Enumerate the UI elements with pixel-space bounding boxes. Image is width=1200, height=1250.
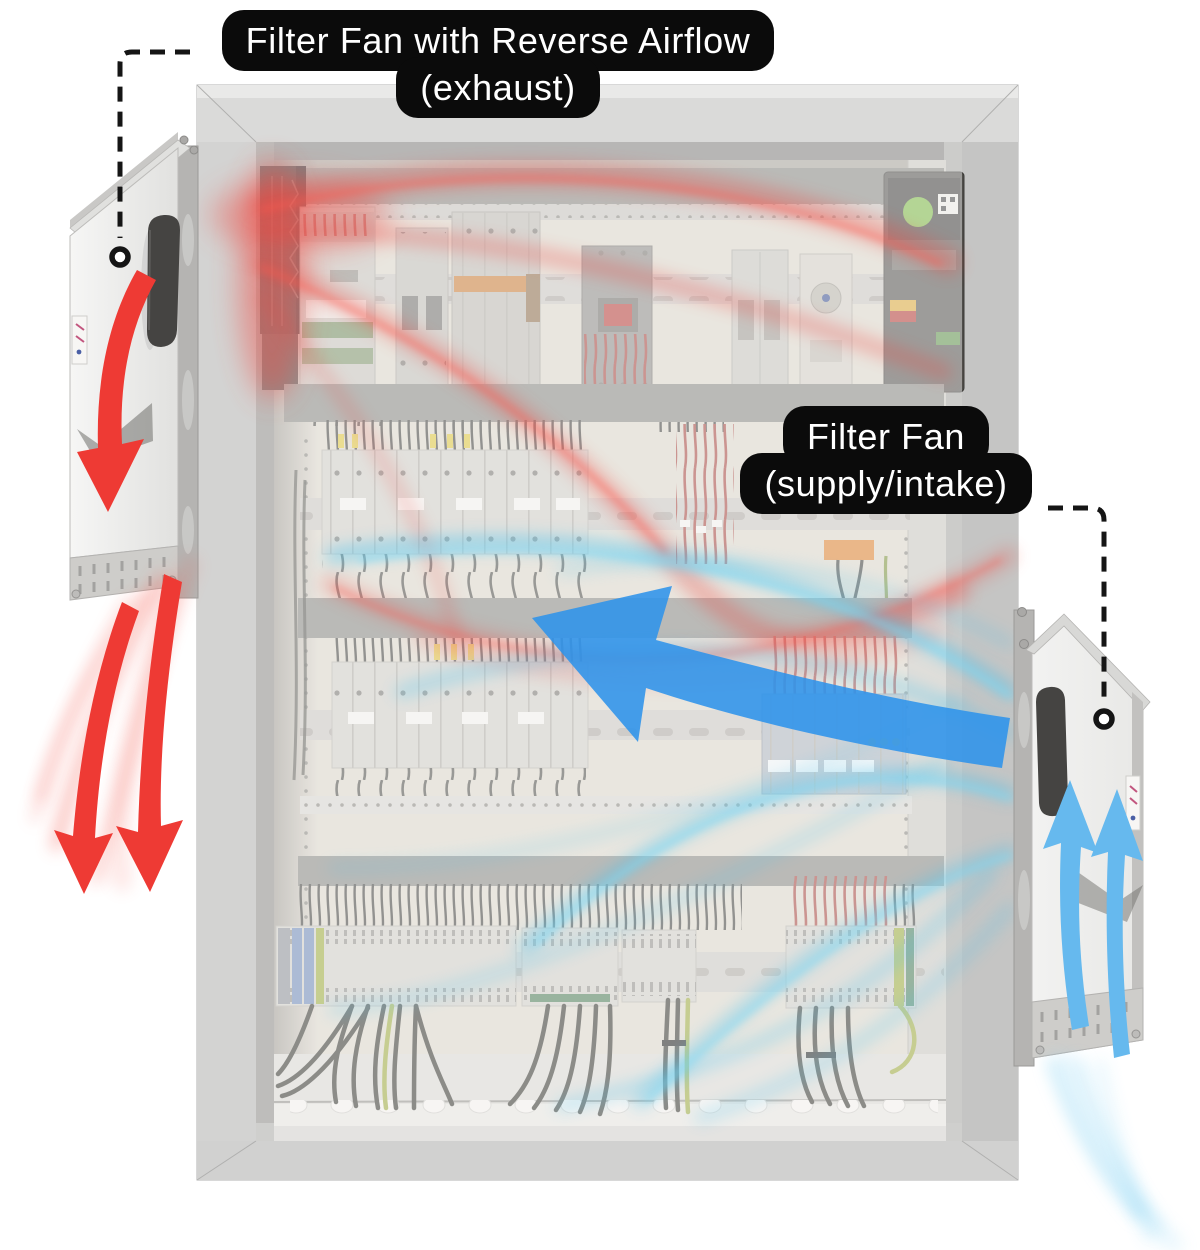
exhaust-fan-unit xyxy=(69,132,199,601)
red-wire-bundle xyxy=(676,424,734,564)
supply-fan-unit xyxy=(1013,607,1151,1067)
connector-supply xyxy=(1048,505,1115,730)
gray-flow-wedge-right xyxy=(1063,863,1143,922)
vfd-run-button xyxy=(903,197,933,227)
supply-fan-sticker xyxy=(1125,775,1141,831)
callout-supply-fan: Filter Fan (supply/intake) xyxy=(718,406,1054,515)
supply-airflow-streaks xyxy=(325,535,1017,1123)
terminal-row-upper xyxy=(321,449,589,555)
exhaust-arrow-in-fan xyxy=(77,270,156,512)
connector-exhaust xyxy=(109,49,190,268)
callout-exhaust-line2: (exhaust) xyxy=(396,57,600,119)
supply-connector-endpoint xyxy=(1093,708,1115,730)
supply-airflow-arrow xyxy=(532,586,1010,768)
orange-terminal-connector xyxy=(824,540,874,560)
exhaust-outflow xyxy=(31,556,199,894)
exhaust-fan-sticker xyxy=(71,315,88,365)
exhaust-connector-endpoint xyxy=(109,246,131,268)
exhaust-arrow-down-right xyxy=(116,574,183,892)
exhaust-fan-motor xyxy=(147,214,180,347)
callout-exhaust-fan: Filter Fan with Reverse Airflow (exhaust… xyxy=(186,10,810,119)
supply-arrow-in-fan-right xyxy=(1091,789,1143,1058)
supply-arrow-in-fan-left xyxy=(1043,780,1098,1030)
callout-supply-line2: (supply/intake) xyxy=(740,453,1032,515)
supply-fan-flange xyxy=(1013,609,1035,1067)
supply-intake-wisps xyxy=(1047,1052,1183,1250)
exhaust-arrow-down-left xyxy=(54,602,139,894)
supply-fan-motor xyxy=(1036,686,1069,817)
